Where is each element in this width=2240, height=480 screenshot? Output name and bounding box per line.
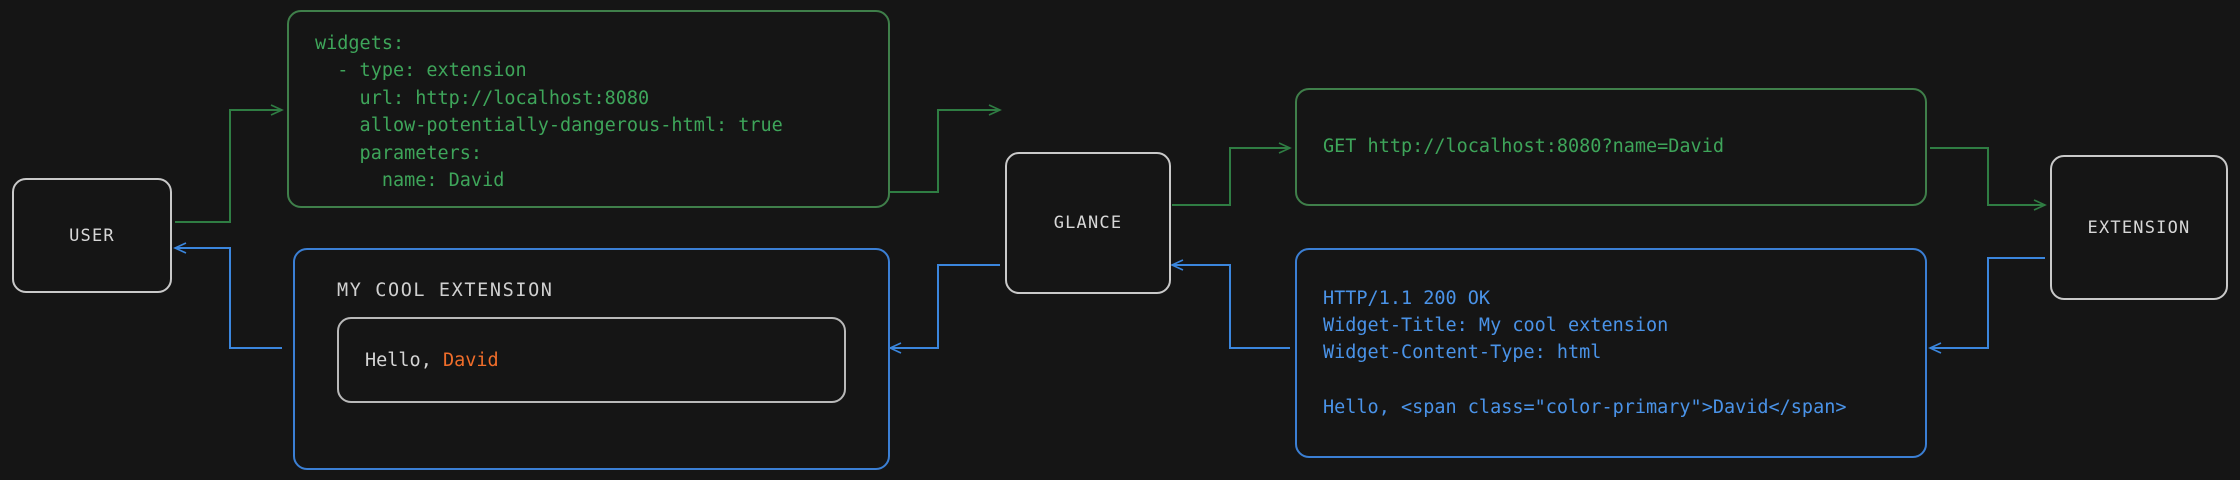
node-extension[interactable]: EXTENSION — [2050, 155, 2228, 300]
rendered-widget-card: Hello, David — [337, 317, 846, 403]
http-request-text: GET http://localhost:8080?name=David — [1323, 136, 1724, 158]
http-response-text: HTTP/1.1 200 OK Widget-Title: My cool ex… — [1323, 287, 1847, 419]
rendered-widget-box: MY COOL EXTENSION Hello, David — [293, 248, 890, 470]
arrow-extension-to-response — [1928, 257, 2045, 354]
arrow-response-to-glance — [1170, 259, 1290, 349]
node-glance-label: GLANCE — [1053, 213, 1123, 233]
arrow-config-to-glance — [890, 104, 1002, 193]
node-user[interactable]: USER — [12, 178, 172, 293]
arrow-user-to-config — [175, 104, 284, 223]
config-yaml-box: widgets: - type: extension url: http://l… — [287, 10, 890, 208]
http-response-box: HTTP/1.1 200 OK Widget-Title: My cool ex… — [1295, 248, 1927, 458]
arrow-glance-to-widget — [888, 264, 1000, 354]
node-user-label: USER — [69, 225, 115, 246]
config-yaml-text: widgets: - type: extension url: http://l… — [315, 33, 783, 191]
arrow-glance-to-request — [1172, 142, 1292, 206]
greeting-prefix: Hello, — [365, 349, 443, 371]
rendered-widget-title: MY COOL EXTENSION — [337, 280, 554, 301]
arrow-widget-to-user — [173, 242, 282, 349]
node-extension-label: EXTENSION — [2087, 217, 2191, 238]
http-request-box: GET http://localhost:8080?name=David — [1295, 88, 1927, 206]
rendered-widget-greeting: Hello, David — [365, 350, 499, 371]
arrow-request-to-extension — [1930, 147, 2047, 211]
node-glance[interactable]: GLANCE — [1005, 152, 1171, 294]
greeting-name: David — [442, 349, 499, 371]
